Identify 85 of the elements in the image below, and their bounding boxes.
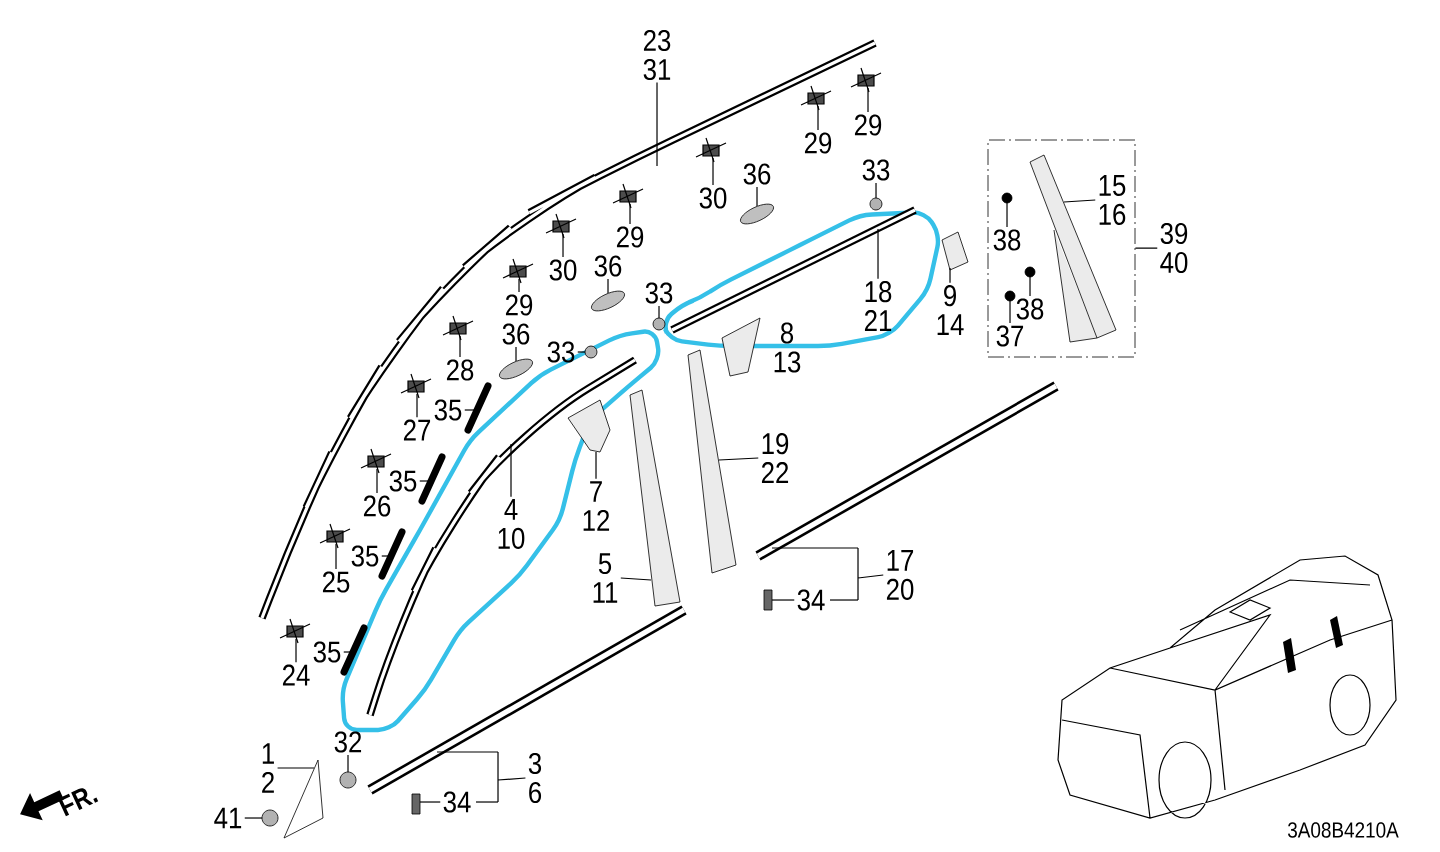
callout-number: 32 (334, 731, 362, 753)
leader-line (629, 203, 631, 225)
molding-strip (340, 624, 368, 676)
triangle-garnish (283, 759, 324, 839)
leader-line (1063, 199, 1096, 203)
leader-line (817, 105, 819, 131)
callout-number: 26 (363, 495, 391, 517)
drawing-number: 3A08B4210A (1288, 822, 1399, 838)
callout-number: 3 6 (528, 752, 542, 804)
leader-line (518, 278, 520, 293)
clip (339, 771, 357, 789)
molding-strip (464, 382, 492, 434)
callout-number: 27 (403, 419, 431, 441)
clip (400, 373, 432, 399)
leader-line (718, 457, 759, 461)
leader-line (347, 754, 349, 773)
leader-line (1006, 202, 1008, 228)
leader-line (1134, 247, 1158, 249)
leader-line (459, 335, 461, 358)
callout-number: 5 11 (593, 553, 618, 603)
callout-number: 38 (993, 229, 1021, 251)
clip (869, 197, 883, 211)
leader-line (867, 87, 869, 113)
clip (411, 793, 421, 815)
leader-line (607, 278, 609, 294)
leader-line (658, 305, 660, 319)
callout-number: 28 (446, 359, 474, 381)
callout-number: 41 (214, 807, 242, 829)
callout-number: 29 (854, 114, 882, 136)
leader-line (1029, 276, 1031, 297)
callout-number: 4 10 (498, 499, 525, 549)
leader-line (562, 233, 564, 258)
clip (279, 618, 311, 644)
clip (1004, 290, 1016, 302)
clip (261, 809, 279, 827)
leader-line (595, 451, 597, 480)
leader-line (436, 751, 527, 803)
molding-strip (418, 453, 446, 505)
callout-number: 35 (389, 470, 417, 492)
leader-line (875, 182, 877, 199)
leader-line (712, 157, 714, 186)
leader-line (1009, 300, 1011, 324)
molding-piece (567, 399, 611, 453)
leader-line (510, 443, 512, 498)
leader-line (416, 393, 418, 418)
callout-number: 8 (780, 322, 794, 344)
callout-number: 17 20 (886, 550, 914, 600)
callout-number: 23 31 (643, 29, 671, 81)
callout-number: 19 22 (761, 433, 789, 483)
molding-strip (378, 528, 406, 580)
leader-line (515, 346, 517, 362)
leader-line (656, 81, 658, 167)
callout-number: 9 14 (937, 285, 964, 335)
callout-number: 35 (313, 641, 341, 663)
leader-line (335, 543, 337, 570)
callout-number: 37 (996, 325, 1024, 347)
clip (1024, 266, 1036, 278)
leader-line (295, 638, 297, 663)
callout-number: 33 (862, 159, 890, 181)
leader-line (620, 577, 652, 581)
callout-number: 24 (282, 664, 310, 686)
leader-line (577, 351, 586, 353)
clip (850, 67, 882, 93)
callout-number: 7 12 (583, 481, 610, 531)
leader-line (771, 547, 884, 601)
callout-number: 39 40 (1160, 222, 1188, 274)
leader-line (419, 801, 441, 803)
direction-label: FR. (57, 788, 99, 817)
leader-line (771, 599, 795, 601)
callout-number: 1 2 (262, 743, 274, 793)
callout-number: 38 (1016, 298, 1044, 320)
callout-number: 15 16 (1099, 175, 1126, 225)
dashed-frame (987, 139, 1136, 358)
leader-line (376, 468, 378, 494)
callout-number: 34 (443, 791, 471, 813)
clip (1001, 192, 1013, 204)
callout-number: 13 (774, 351, 801, 373)
leader-line (276, 767, 315, 769)
callout-number: 35 (434, 399, 462, 421)
leader-line (244, 817, 263, 819)
leader-line (756, 186, 758, 207)
molding-piece (941, 231, 969, 271)
leader-line (949, 267, 951, 284)
leader-line (877, 228, 879, 280)
clip (499, 358, 533, 380)
